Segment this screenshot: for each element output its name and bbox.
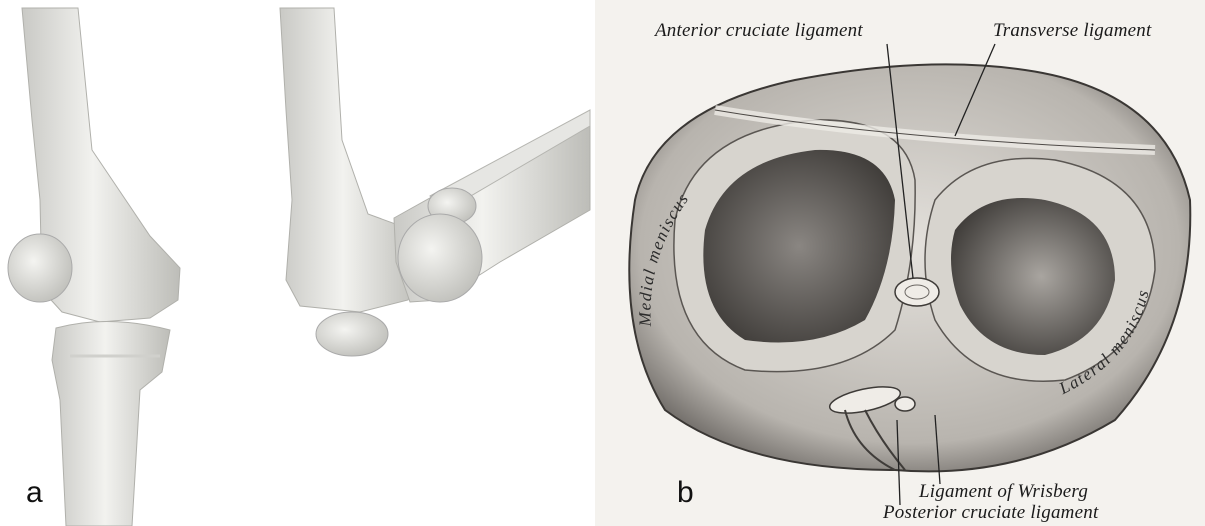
panel-a-knee-bones: a — [0, 0, 595, 526]
patella-right — [316, 312, 388, 356]
knee-bones-illustration — [0, 0, 595, 526]
tibia-left — [52, 321, 170, 526]
label-anterior-cruciate-ligament: Anterior cruciate ligament — [655, 20, 863, 42]
knee-joint-right — [398, 214, 482, 302]
label-posterior-cruciate-ligament: Posterior cruciate ligament — [883, 502, 1098, 524]
panel-b-menisci-engraving: Medial meniscus Lateral meniscus Anterio… — [595, 0, 1205, 526]
panel-label-a: a — [26, 476, 43, 510]
panel-label-b: b — [677, 476, 694, 510]
wrisberg-insertion — [895, 397, 915, 411]
anterior-cruciate-insertion — [895, 278, 939, 306]
label-ligament-of-wrisberg: Ligament of Wrisberg — [919, 481, 1088, 503]
label-transverse-ligament: Transverse ligament — [993, 20, 1151, 42]
menisci-illustration: Medial meniscus Lateral meniscus — [595, 0, 1205, 526]
patella-left — [8, 234, 72, 302]
